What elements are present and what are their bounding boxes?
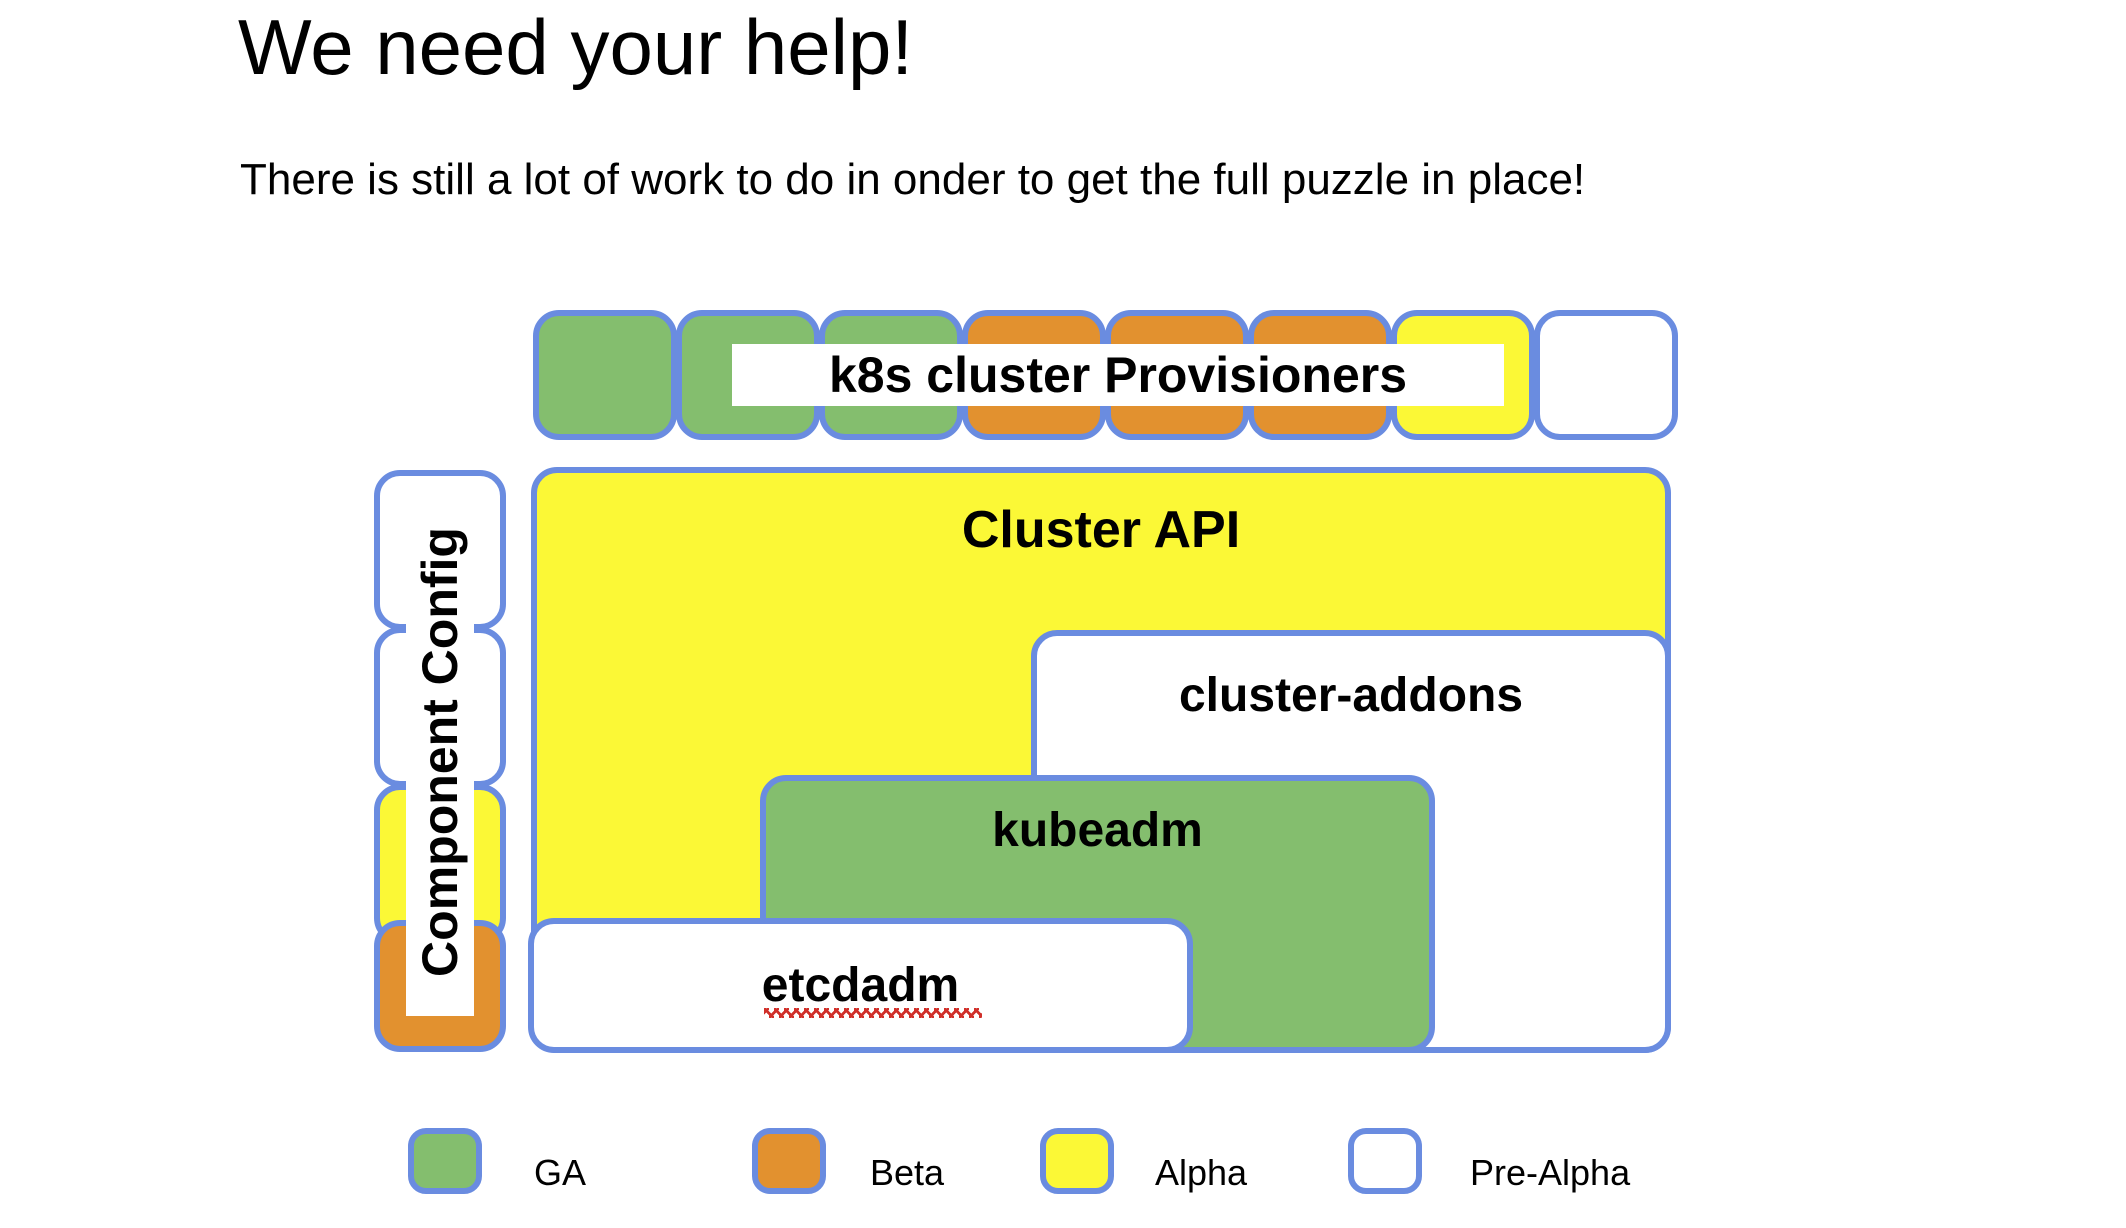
cluster-api-label-wrap: Cluster API (531, 500, 1671, 560)
provisioner-tile-1[interactable] (533, 310, 677, 440)
kubeadm-label-wrap: kubeadm (760, 800, 1435, 860)
cluster-api-label: Cluster API (961, 501, 1241, 559)
etcdadm-label: etcdadm (761, 958, 960, 1012)
slide-subtitle: There is still a lot of work to do in on… (240, 155, 1586, 204)
slide-title: We need your help! (238, 3, 913, 91)
kubeadm-label: kubeadm (992, 803, 1203, 857)
etcdadm-label-wrap: etcdadm (528, 955, 1193, 1015)
legend-swatch-beta (752, 1128, 826, 1194)
legend-swatch-alpha (1040, 1128, 1114, 1194)
etcdadm-spellcheck-underline (764, 1008, 982, 1018)
legend-swatch-prealpha (1348, 1128, 1422, 1194)
provisioners-banner-label: k8s cluster Provisioners (828, 347, 1408, 403)
provisioner-tile-8[interactable] (1534, 310, 1678, 440)
legend-label-prealpha: Pre-Alpha (1470, 1152, 1631, 1193)
legend-label-ga: GA (534, 1152, 587, 1193)
component-config-label: Component Config (412, 527, 468, 977)
cluster-addons-label: cluster-addons (1178, 668, 1524, 722)
piece-etcdadm[interactable] (528, 918, 1193, 1053)
provisioners-banner: k8s cluster Provisioners (732, 344, 1504, 406)
legend-swatch-ga (408, 1128, 482, 1194)
component-config-label-banner: Component Config (406, 488, 474, 1016)
cluster-addons-label-wrap: cluster-addons (1031, 665, 1671, 725)
legend-label-alpha: Alpha (1155, 1152, 1248, 1193)
legend-label-beta: Beta (870, 1152, 945, 1193)
